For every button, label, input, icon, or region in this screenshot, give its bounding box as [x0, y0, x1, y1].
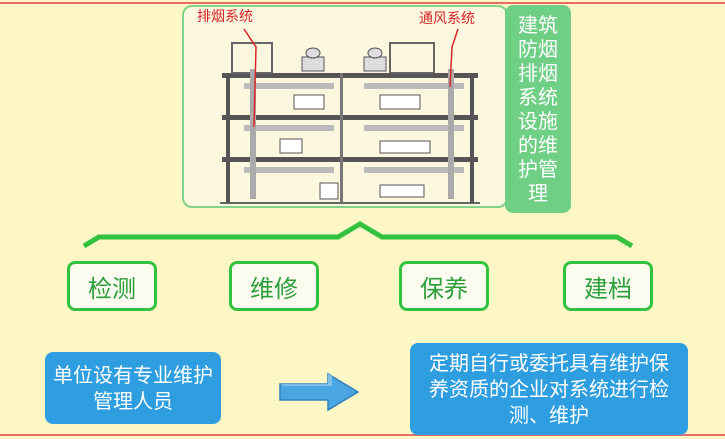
node-label: 保养	[420, 274, 468, 303]
duct-floor-1-right	[364, 167, 464, 173]
duct-floor-2	[244, 125, 334, 131]
staff-box: 单位设有专业维护管理人员	[45, 352, 221, 424]
roof-stairwell-right	[389, 42, 435, 74]
duct-floor-2-right	[364, 125, 464, 131]
bottom-border	[0, 434, 725, 436]
smoke-shaft	[250, 69, 256, 199]
node-label: 建档	[584, 274, 632, 303]
ventilation-label: 通风系统	[419, 11, 475, 27]
node-label: 检测	[88, 274, 136, 303]
node-maintenance: 保养	[399, 261, 489, 311]
column-right	[470, 73, 474, 203]
service-box: 定期自行或委托具有维护保养资质的企业对系统进行检测、维护	[410, 343, 688, 435]
vent-label-pointer	[449, 28, 459, 88]
node-archive: 建档	[563, 261, 653, 311]
title-box: 建筑防烟排烟系统设施的维护管理	[505, 5, 571, 213]
vent-shaft	[448, 69, 454, 199]
roof-fan-right-top	[367, 47, 383, 59]
column-middle	[340, 73, 343, 203]
staff-text: 单位设有专业维护管理人员	[53, 363, 213, 413]
cabinet-1a	[319, 182, 339, 200]
cabinet-2b	[379, 140, 431, 154]
roof-slab	[222, 73, 478, 78]
cabinet-1b	[379, 184, 425, 198]
duct-floor-1	[244, 167, 334, 173]
service-text: 定期自行或委托具有维护保养资质的企业对系统进行检测、维护	[429, 351, 669, 427]
cabinet-2a	[279, 138, 303, 154]
top-border	[0, 2, 725, 4]
column-left	[226, 73, 230, 203]
building-illustration	[220, 28, 480, 204]
node-label: 维修	[250, 274, 298, 303]
duct-floor-3	[244, 83, 334, 89]
smoke-label-pointer	[243, 28, 257, 128]
node-repair: 维修	[229, 261, 319, 311]
page-title: 建筑防烟排烟系统设施的维护管理	[518, 13, 558, 205]
roof-fan-left-top	[305, 47, 321, 59]
building-diagram-panel	[182, 5, 508, 208]
floor-slab-3	[222, 115, 478, 120]
floor-slab-2	[222, 157, 478, 162]
smoke-exhaust-label: 排烟系统	[197, 9, 253, 25]
right-arrow-icon	[279, 372, 360, 412]
duct-floor-3-right	[364, 83, 464, 89]
cabinet-3b	[379, 94, 421, 110]
brace-line	[82, 221, 634, 249]
node-inspection: 检测	[67, 261, 157, 311]
cabinet-3a	[293, 94, 325, 110]
